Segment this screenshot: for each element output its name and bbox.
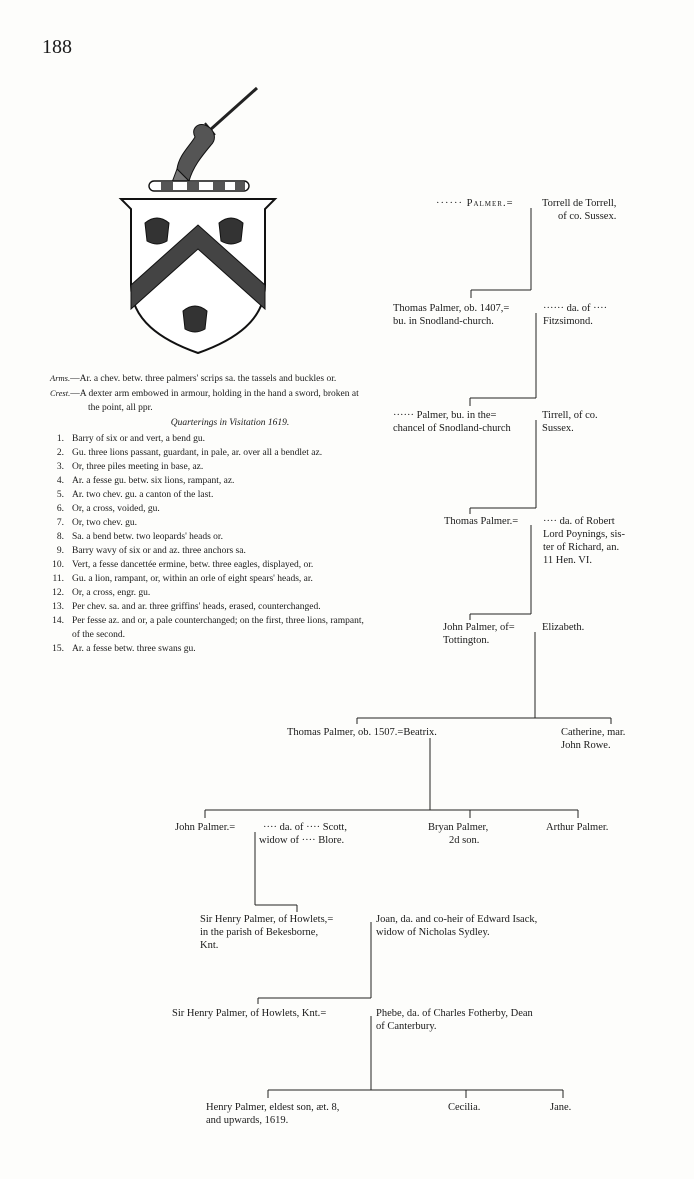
pedigree-sir-henry-palmer-bekesborne: Sir Henry Palmer, of Howlets,= in the pa… xyxy=(200,914,334,951)
quartering-item: 7. Or, two chev. gu. xyxy=(50,516,370,530)
quartering-number: 13. xyxy=(52,602,64,612)
pedigree-john-palmer: John Palmer.= xyxy=(175,822,236,833)
pedigree-torrell: Torrell de Torrell, of co. Sussex. xyxy=(542,198,617,222)
quartering-number: 2. xyxy=(56,448,64,458)
pedigree-catherine: Catherine, mar. John Rowe. xyxy=(561,727,626,751)
quartering-number: 3. xyxy=(56,462,64,472)
quarterings-heading: Quarterings in Visitation 1619. xyxy=(170,418,290,428)
quartering-item: 3. Or, three piles meeting in base, az. xyxy=(50,460,370,474)
pedigree-bryan-palmer: Bryan Palmer, 2d son. xyxy=(428,822,489,846)
pedigree-scott-blore: ···· da. of ···· Scott, widow of ···· Bl… xyxy=(259,822,347,846)
quartering-number: 8. xyxy=(56,532,64,542)
quartering-item: 15. Ar. a fesse betw. three swans gu. xyxy=(50,642,370,656)
pedigree-poynings: ···· da. of Robert Lord Poynings, sis- t… xyxy=(543,516,625,566)
quartering-text: Ar. two chev. gu. a canton of the last. xyxy=(72,490,214,500)
quartering-text: Sa. a bend betw. two leopards' heads or. xyxy=(72,532,223,542)
quartering-item: 4. Ar. a fesse gu. betw. six lions, rampa… xyxy=(50,474,370,488)
quartering-text: Barry of six or and vert, a bend gu. xyxy=(72,434,205,444)
quartering-number: 15. xyxy=(52,644,64,654)
pedigree-sir-henry-palmer-knt: Sir Henry Palmer, of Howlets, Knt.= xyxy=(172,1008,327,1019)
quartering-text: Gu. a lion, rampant, or, within an orle … xyxy=(72,574,313,584)
pedigree-arthur-palmer: Arthur Palmer. xyxy=(546,822,609,833)
pedigree-thomas-palmer-1407: Thomas Palmer, ob. 1407,= bu. in Snodlan… xyxy=(393,303,510,327)
coat-of-arms-image xyxy=(118,86,278,355)
pedigree-joan-isack: Joan, da. and co-heir of Edward Isack, w… xyxy=(376,914,538,938)
pedigree-elizabeth: Elizabeth. xyxy=(542,622,585,633)
page-number: 188 xyxy=(42,36,72,58)
quartering-text: Vert, a fesse dancettée ermine, betw. th… xyxy=(72,560,314,570)
quartering-text: Ar. a fesse gu. betw. six lions, rampant… xyxy=(72,476,235,486)
quartering-text: Per chev. sa. and ar. three griffins' he… xyxy=(72,602,321,612)
pedigree-jane: Jane. xyxy=(550,1102,572,1113)
quartering-number: 4. xyxy=(56,476,64,486)
quartering-item: 10. Vert, a fesse dancettée ermine, betw.… xyxy=(50,558,370,572)
arms-text: —Ar. a chev. betw. three palmers' scrips… xyxy=(70,374,337,384)
pedigree-palmer-snodland: ······ Palmer, bu. in the= chancel of Sn… xyxy=(393,410,511,434)
quartering-number: 12. xyxy=(52,588,64,598)
pedigree-phebe-fotherby: Phebe, da. of Charles Fotherby, Dean of … xyxy=(376,1008,533,1032)
quartering-number: 10. xyxy=(52,560,64,570)
pedigree-tirrell: Tirrell, of co. Sussex. xyxy=(542,410,598,434)
quartering-text: Or, three piles meeting in base, az. xyxy=(72,462,204,472)
quartering-item: 2. Gu. three lions passant, guardant, in … xyxy=(50,446,370,460)
quartering-text: Per fesse az. and or, a pale counterchan… xyxy=(72,616,364,640)
pedigree-thomas-palmer-1507: Thomas Palmer, ob. 1507.=Beatrix. xyxy=(287,727,437,738)
quartering-text: Or, two chev. gu. xyxy=(72,518,137,528)
pedigree-cecilia: Cecilia. xyxy=(448,1102,481,1113)
quartering-item: 6. Or, a cross, voided, gu. xyxy=(50,502,370,516)
quartering-number: 9. xyxy=(56,546,64,556)
quartering-item: 14. Per fesse az. and or, a pale counterc… xyxy=(50,614,370,642)
quartering-item: 8. Sa. a bend betw. two leopards' heads o… xyxy=(50,530,370,544)
arms-description: Arms.—Ar. a chev. betw. three palmers' s… xyxy=(50,371,370,656)
quartering-item: 9. Barry wavy of six or and az. three anc… xyxy=(50,544,370,558)
crest-text: —A dexter arm embowed in armour, holding… xyxy=(70,389,359,413)
quartering-text: Ar. a fesse betw. three swans gu. xyxy=(72,644,196,654)
quartering-number: 11. xyxy=(52,574,64,584)
quartering-text: Or, a cross, engr. gu. xyxy=(72,588,151,598)
arms-label: Arms. xyxy=(50,373,71,383)
quartering-item: 5. Ar. two chev. gu. a canton of the last… xyxy=(50,488,370,502)
quartering-number: 1. xyxy=(56,434,64,444)
pedigree-henry-palmer-eldest: Henry Palmer, eldest son, æt. 8, and upw… xyxy=(206,1102,340,1126)
crest-label: Crest. xyxy=(50,388,71,398)
quartering-number: 6. xyxy=(56,504,64,514)
pedigree-palmer-founder: ······ Palmer.= xyxy=(436,198,513,209)
pedigree-thomas-palmer: Thomas Palmer.= xyxy=(444,516,519,527)
quartering-item: 1. Barry of six or and vert, a bend gu. xyxy=(50,432,370,446)
pedigree-fitzsimond: ······ da. of ···· Fitzsimond. xyxy=(543,303,608,327)
quartering-number: 14. xyxy=(52,616,64,626)
quartering-item: 13. Per chev. sa. and ar. three griffins'… xyxy=(50,600,370,614)
quarterings-list: 1. Barry of six or and vert, a bend gu. 2.… xyxy=(50,432,370,656)
pedigree-john-palmer-tottington: John Palmer, of= Tottington. xyxy=(443,622,515,646)
quartering-item: 11. Gu. a lion, rampant, or, within an or… xyxy=(50,572,370,586)
quartering-number: 5. xyxy=(56,490,64,500)
quartering-text: Barry wavy of six or and az. three ancho… xyxy=(72,546,246,556)
quartering-item: 12. Or, a cross, engr. gu. xyxy=(50,586,370,600)
quartering-text: Gu. three lions passant, guardant, in pa… xyxy=(72,448,323,458)
quartering-number: 7. xyxy=(56,518,64,528)
quartering-text: Or, a cross, voided, gu. xyxy=(72,504,160,514)
